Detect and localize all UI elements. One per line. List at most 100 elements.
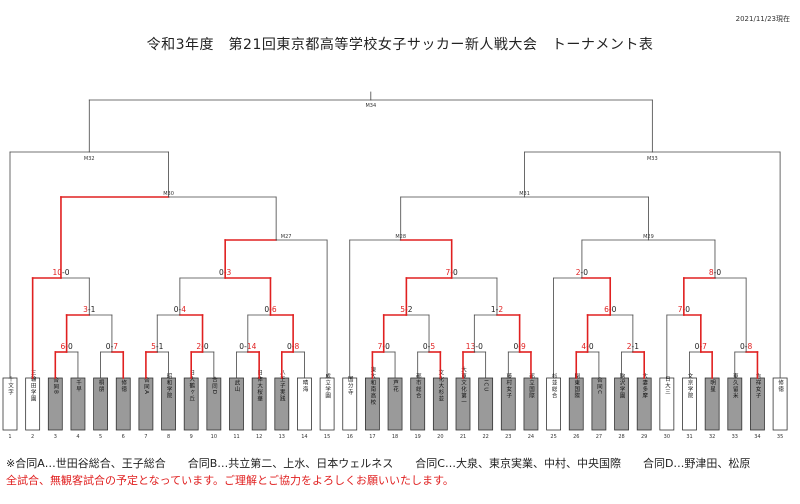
team-number-6: 6 (122, 434, 125, 440)
team-number-24: 24 (528, 434, 534, 440)
team-number-21: 21 (460, 434, 466, 440)
date-label: 2021/11/23現在 (735, 15, 790, 23)
team-number-35: 35 (777, 434, 783, 440)
score-19-20-right: 5 (430, 342, 435, 351)
team-name-13: 八王子実践 (279, 370, 286, 403)
team-number-17: 17 (369, 434, 375, 440)
score-17-18-left: 7 (378, 342, 383, 351)
team-number-9: 9 (190, 434, 193, 440)
score-r2-f-left: 6 (604, 305, 609, 314)
score-r3-d-left: 2 (576, 268, 581, 277)
score-11-12-left: 0 (239, 342, 244, 351)
score-r2-c-right: 6 (272, 305, 277, 314)
team-number-28: 28 (618, 434, 624, 440)
score-r2-g-right: 0 (685, 305, 690, 314)
score-r2-c-left: 0 (264, 305, 269, 314)
team-number-15: 15 (324, 434, 330, 440)
score-r3-a-dash: - (62, 268, 65, 277)
page-title: 令和3年度 第21回東京都高等学校女子サッカー新人戦大会 トーナメント表 (146, 37, 654, 53)
team-name-24: 都立国際 (528, 373, 535, 400)
team-name-32: 明星 (709, 379, 716, 392)
score-33-34-right: 8 (747, 342, 752, 351)
team-number-30: 30 (664, 434, 670, 440)
label-m33: M33 (647, 156, 658, 162)
team-name-7: 合同A (143, 376, 150, 395)
score-r2-a-right: 1 (91, 305, 96, 314)
team-name-25: 杉並総合 (551, 372, 558, 400)
team-number-23: 23 (505, 434, 511, 440)
team-number-20: 20 (437, 434, 443, 440)
score-r2-b-left: 0 (174, 305, 179, 314)
team-name-18: 芦花 (392, 378, 399, 393)
score-r3-b-right: 3 (227, 268, 232, 277)
team-name-30: 日大三 (664, 376, 671, 396)
score-7-8-left: 5 (151, 342, 156, 351)
team-number-1: 1 (8, 434, 11, 440)
score-23-24-left: 0 (513, 342, 518, 351)
team-name-28: 駒沢学園 (619, 372, 626, 400)
team-name-35: 修徳 (777, 378, 784, 393)
score-r3-e-left: 8 (709, 268, 714, 277)
score-21-22-right: 0 (478, 342, 483, 351)
team-name-2: 三輪田学園 (30, 370, 37, 403)
team-name-1: 十文字 (7, 375, 14, 396)
score-17-18-right: 0 (385, 342, 390, 351)
team-number-31: 31 (686, 434, 692, 440)
score-11-12-dash: - (244, 342, 247, 351)
team-name-4: 千早 (75, 378, 82, 393)
score-13-14-left: 0 (287, 342, 292, 351)
team-name-16: 国分寺 (347, 376, 354, 396)
team-name-27: 合同C (596, 376, 603, 395)
team-number-5: 5 (99, 434, 102, 440)
score-3-4-right: 0 (68, 342, 73, 351)
team-name-17: 東大和南高校 (369, 365, 376, 406)
team-number-32: 32 (709, 434, 715, 440)
team-number-19: 19 (415, 434, 421, 440)
score-21-22: 13-0 (466, 342, 483, 351)
score-33-34-left: 0 (740, 342, 745, 351)
team-name-34: 吉祥女子 (754, 373, 761, 399)
note-no-spectators: 全試合、無観客試合の予定となっています。ご理解とご協力をよろしくお願いいたします… (6, 474, 454, 487)
team-name-6: 修徳 (120, 378, 127, 393)
score-9-10-left: 2 (196, 342, 201, 351)
score-r2-g-left: 7 (678, 305, 683, 314)
team-number-8: 8 (167, 434, 170, 440)
score-13-14-right: 8 (294, 342, 299, 351)
team-number-10: 10 (211, 434, 217, 440)
score-5-6-right: 7 (113, 342, 118, 351)
team-name-8: 昭和学院 (166, 373, 173, 400)
label-m27: M27 (281, 234, 292, 240)
score-21-22-left: 13 (466, 342, 476, 351)
team-number-27: 27 (596, 434, 602, 440)
team-name-31: 文京学院 (687, 372, 694, 400)
score-r2-e-left: 1 (491, 305, 496, 314)
team-name-15: 成立学園 (324, 372, 331, 400)
team-name-14: 晴海 (301, 378, 308, 393)
score-r3-c-right: 0 (453, 268, 458, 277)
score-r3-e-right: 0 (716, 268, 721, 277)
team-number-12: 12 (256, 434, 262, 440)
score-5-6-left: 0 (106, 342, 111, 351)
team-number-18: 18 (392, 434, 398, 440)
team-name-10: 合同D (211, 376, 218, 395)
score-r2-d-right: 2 (408, 305, 413, 314)
label-m32: M32 (84, 156, 95, 162)
score-r3-a: 10-0 (52, 268, 69, 277)
team-number-4: 4 (76, 434, 79, 440)
score-r3-a-right: 0 (65, 268, 70, 277)
team-name-20: 文化大杉並 (437, 369, 444, 403)
team-name-21: 大東文化第一 (460, 365, 467, 405)
score-7-8-right: 1 (159, 342, 164, 351)
score-31-32-right: 7 (702, 342, 707, 351)
team-number-25: 25 (550, 434, 556, 440)
team-name-3: 合同B (52, 376, 59, 395)
team-name-33: 東久留米 (732, 372, 739, 400)
score-26-27-left: 4 (581, 342, 586, 351)
team-name-26: 関東国際 (573, 373, 580, 400)
team-name-5: 桐朋 (98, 378, 105, 393)
team-name-22: ICU (483, 380, 489, 393)
score-r3-d-right: 0 (583, 268, 588, 277)
team-number-22: 22 (482, 434, 488, 440)
team-number-16: 16 (347, 434, 353, 440)
score-r3-a-left: 10 (52, 268, 62, 277)
